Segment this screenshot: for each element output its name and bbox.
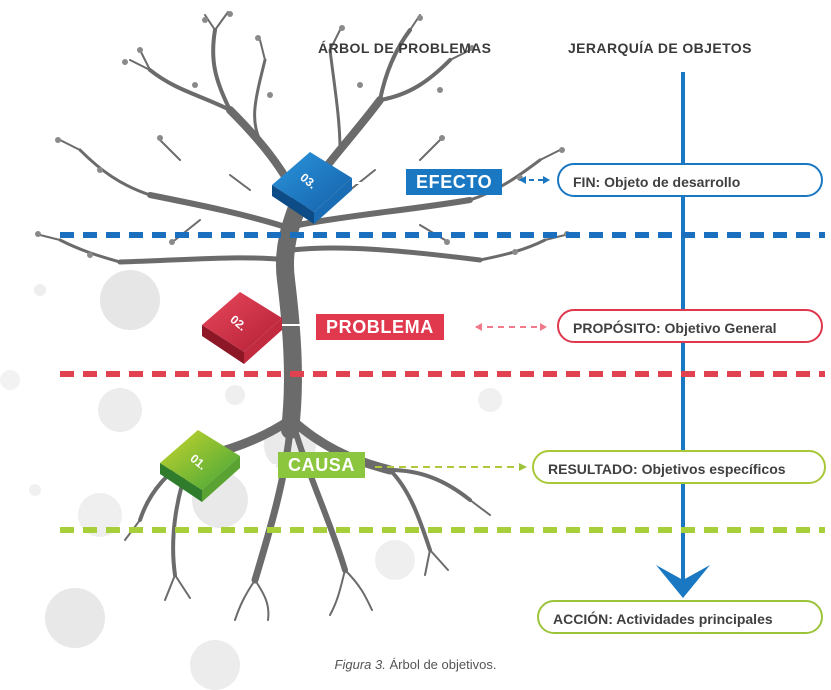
background-circles (0, 270, 502, 690)
pill-resultado: RESULTADO: Objetivos específicos (532, 450, 826, 484)
caption-figure-number: Figura 3. (334, 657, 386, 672)
figure-caption: Figura 3. Árbol de objetivos. (0, 657, 831, 672)
connector-efecto (519, 176, 550, 184)
connector-causa (375, 463, 527, 471)
connector-problema (475, 323, 547, 331)
cube-03 (272, 152, 352, 224)
cube-02 (202, 292, 282, 364)
tree-leaves (35, 11, 570, 258)
caption-text: Árbol de objetivos. (389, 657, 497, 672)
pill-proposito: PROPÓSITO: Objetivo General (557, 309, 823, 343)
axis-arrow-head (656, 565, 710, 598)
pill-accion: ACCIÓN: Actividades principales (537, 600, 823, 634)
header-jerarquia-de-objetos: JERARQUÍA DE OBJETOS (568, 40, 752, 56)
cube-01 (160, 430, 240, 502)
header-arbol-de-problemas: ÁRBOL DE PROBLEMAS (318, 40, 492, 56)
tag-problema: PROBLEMA (316, 314, 444, 340)
tag-causa: CAUSA (278, 452, 366, 478)
pill-fin: FIN: Objeto de desarrollo (557, 163, 823, 197)
tag-efecto: EFECTO (406, 169, 503, 195)
